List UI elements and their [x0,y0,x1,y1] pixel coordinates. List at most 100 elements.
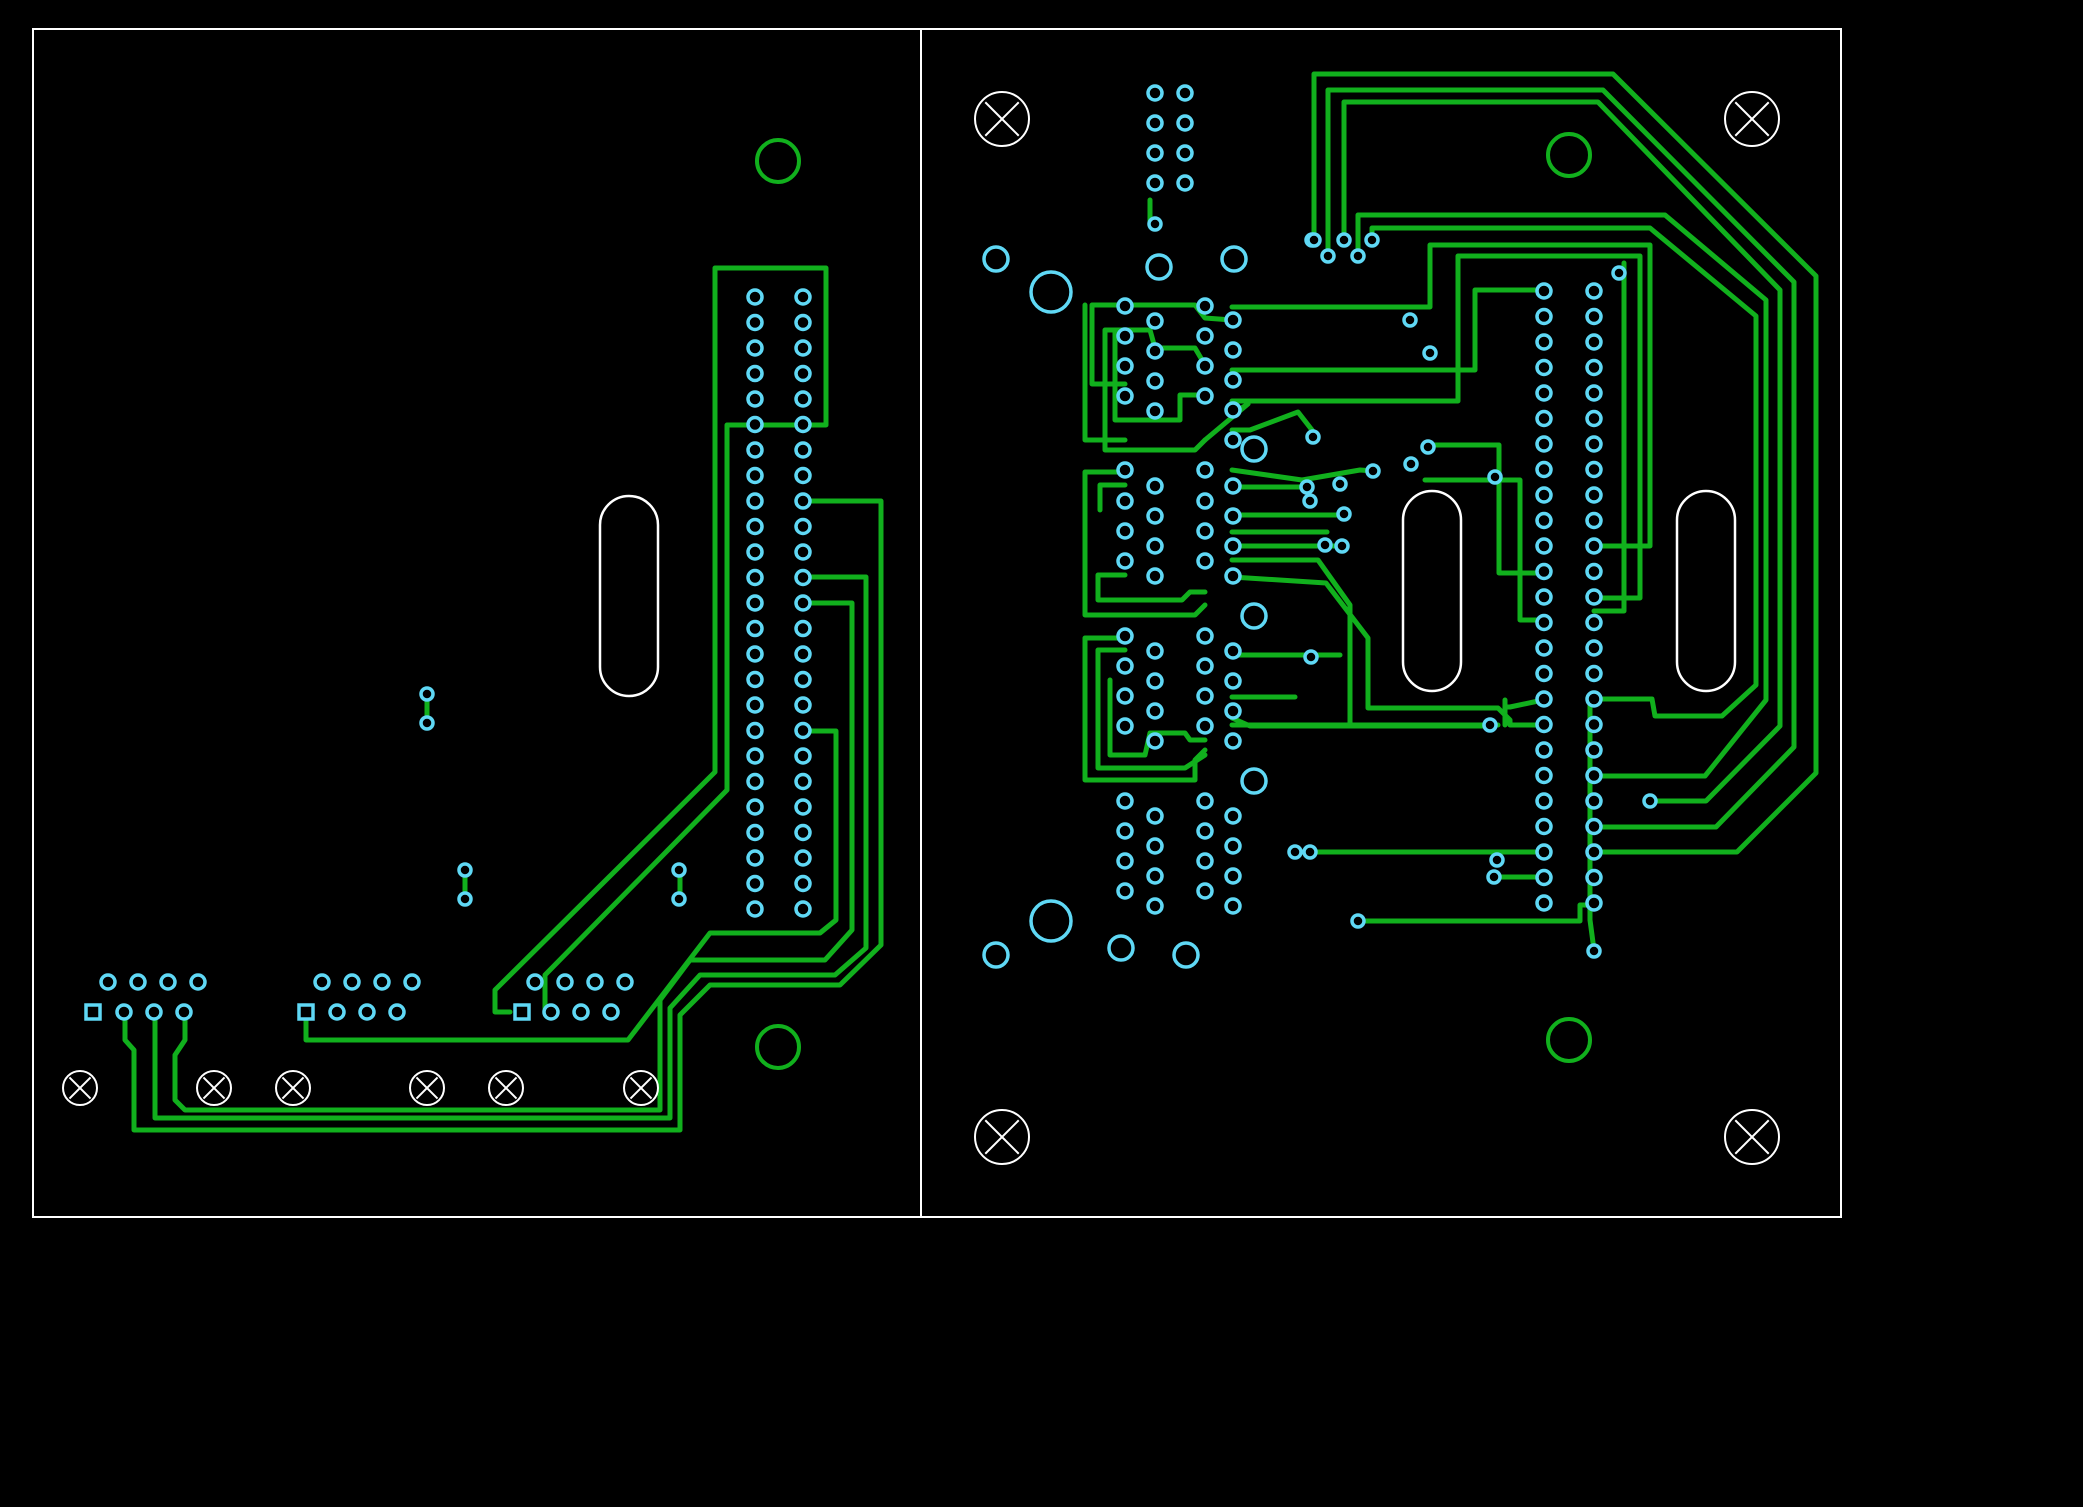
copper-trace [1591,260,1627,614]
pad [328,1003,346,1021]
pad [746,721,764,740]
pad [457,862,473,878]
pad [794,313,812,332]
square-pad [513,1003,531,1021]
pad [1585,843,1603,861]
pad [542,1003,560,1021]
pad [1224,897,1242,915]
pad [794,466,812,485]
pad [1305,429,1321,445]
mounting-hole-ring [974,1109,1030,1165]
pad [794,798,812,816]
pad [1146,837,1164,855]
pad [746,747,764,765]
pad [1535,766,1553,785]
pad [1220,245,1248,273]
pad [1146,114,1164,132]
pad [1146,867,1164,885]
copper-trace [1089,302,1235,387]
pad [1224,732,1242,750]
pad [1336,232,1352,248]
pad [457,891,473,907]
pad [1146,312,1164,330]
pad [1116,792,1134,810]
copper-trace [492,422,718,1015]
pad [1535,409,1553,428]
mounting-hole-ring [1724,1109,1780,1165]
pad [602,1003,620,1021]
copper-trace [1095,647,1208,771]
pad [159,973,177,991]
pad [1146,897,1164,915]
pad [1350,248,1366,264]
pad [794,874,812,893]
mounting-hole-x-icon [275,1070,311,1106]
pad [1224,477,1242,495]
pad [794,517,812,536]
pad [1489,852,1505,868]
pad [1240,767,1268,795]
pad [1196,717,1214,735]
mounting-hole-cross [415,1076,439,1100]
pad [1146,807,1164,825]
pad [746,339,764,357]
pad [1116,327,1134,345]
pad [1116,687,1134,705]
pad [1224,371,1242,389]
mounting-hole-x-icon [1724,91,1780,147]
pad [1116,461,1134,479]
pad [1535,613,1553,632]
copper-trace-layer [122,71,1819,1133]
pad [1196,297,1214,315]
pad [1116,492,1134,510]
pad [1116,657,1134,675]
copper-trace [1341,99,1783,804]
pad [1224,507,1242,525]
pad [794,390,812,408]
pad [1535,460,1553,479]
pad [671,891,687,907]
pad [616,973,634,991]
pad [1224,567,1242,585]
pad [794,900,812,918]
pad [794,339,812,357]
mounting-hole-cross [202,1076,226,1100]
pad [746,900,764,918]
pad [982,245,1010,273]
pad [1116,852,1134,870]
pad [1535,588,1553,606]
pad [1196,852,1214,870]
pad [1364,232,1380,248]
pad [1585,766,1603,785]
pad [1585,384,1603,402]
pad [129,973,147,991]
pad [746,492,764,510]
pad [746,874,764,893]
pad [1029,270,1073,314]
pad [1299,479,1315,495]
fiducial-ring [1546,1017,1592,1063]
mounting-hole-x-icon [1724,1109,1780,1165]
mounting-hole-x-icon [974,1109,1030,1165]
pad [746,543,764,561]
pad [1116,357,1134,375]
pad [1146,402,1164,420]
pad [1147,216,1163,232]
pad [1486,869,1502,885]
pad [1146,672,1164,690]
pad [1334,538,1350,554]
pad [746,619,764,638]
pad [1535,690,1553,708]
copper-trace [303,728,839,1043]
fiducial-ring [755,1024,801,1070]
pad [1420,439,1436,455]
slot-right-1 [1401,489,1463,693]
pad [1146,372,1164,390]
pad [746,568,764,587]
mounting-hole-ring [974,91,1030,147]
pad [403,973,421,991]
pad [1224,837,1242,855]
pad [1535,435,1553,453]
pad [1585,639,1603,657]
